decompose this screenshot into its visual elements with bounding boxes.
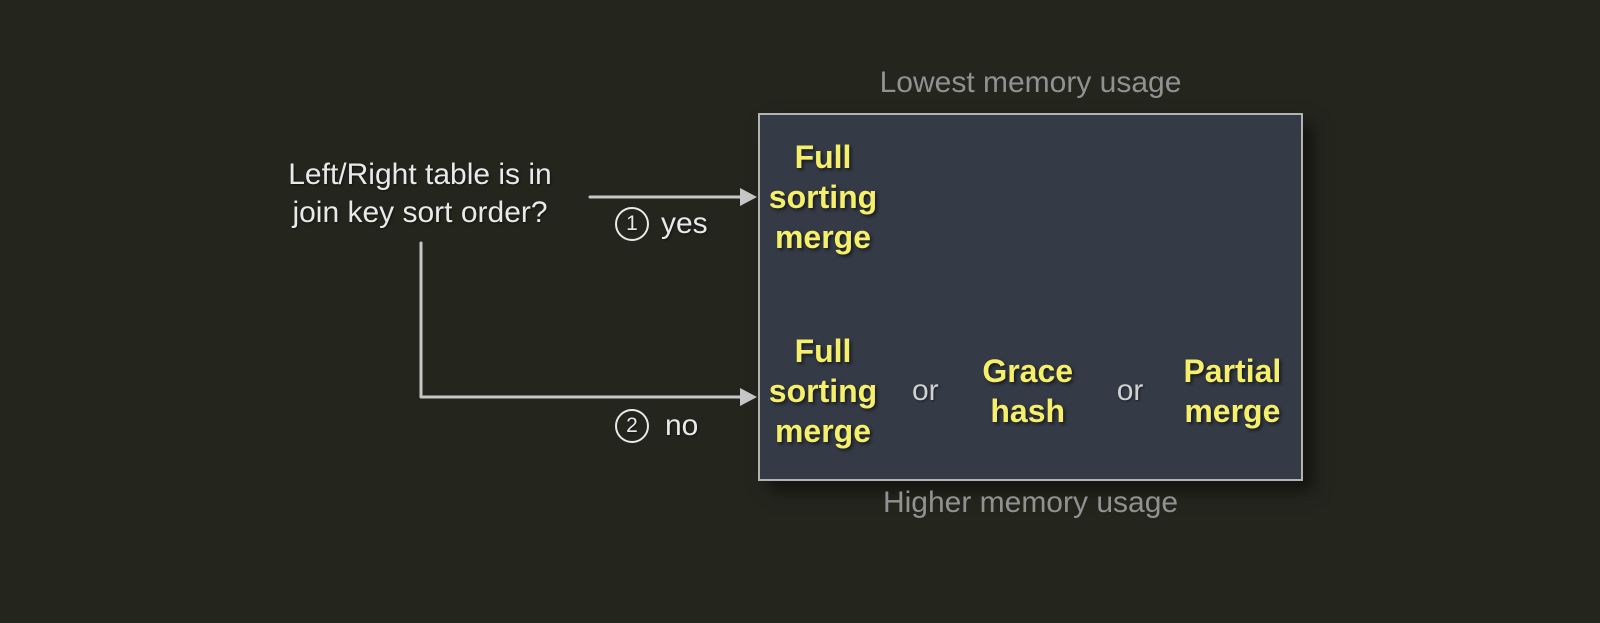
- branch-no-text: no: [665, 409, 699, 442]
- circled-number-2-icon: 2: [615, 409, 649, 443]
- decision-question: Left/Right table is in join key sort ord…: [230, 156, 610, 232]
- branch-yes-text: yes: [661, 207, 708, 240]
- algorithm-partial-merge: Partial merge: [1183, 353, 1282, 429]
- algorithm-grace-hash: Grace hash: [982, 353, 1074, 429]
- no-arrow-head-icon: [740, 388, 757, 406]
- sorted-case-row: Full sorting merge: [760, 137, 886, 257]
- or-separator-2: or: [1116, 374, 1144, 407]
- no-elbow-line: [419, 241, 744, 399]
- caption-higher-memory: Higher memory usage: [882, 486, 1179, 519]
- caption-lowest-memory: Lowest memory usage: [879, 66, 1182, 99]
- circled-number-1-icon: 1: [615, 207, 649, 241]
- or-separator-1: or: [912, 374, 939, 407]
- algorithm-full-sorting-merge-unsorted: Full sorting merge: [768, 333, 878, 449]
- algorithm-full-sorting-merge-sorted: Full sorting merge: [768, 139, 878, 255]
- algorithm-box: Full sorting merge Full sorting merge or…: [758, 113, 1303, 481]
- branch-label-no: 2 no: [615, 409, 698, 443]
- unsorted-case-row: Full sorting merge or Grace hash or Part…: [760, 331, 1301, 451]
- branch-label-yes: 1 yes: [615, 207, 708, 241]
- decision-question-line1: Left/Right table is in: [288, 158, 552, 191]
- decision-question-line2: join key sort order?: [292, 196, 548, 229]
- yes-arrow-head-icon: [740, 188, 757, 206]
